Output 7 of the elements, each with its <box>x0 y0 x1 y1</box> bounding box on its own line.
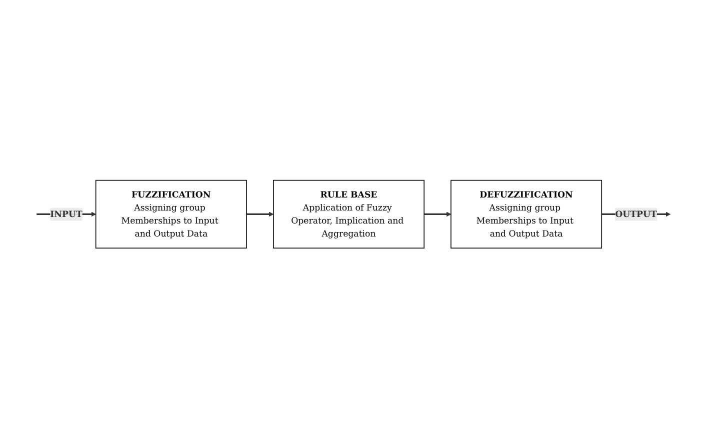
arrow <box>246 212 274 217</box>
edge-label: INPUT <box>50 209 82 220</box>
edge-label: OUTPUT <box>615 209 657 220</box>
node-box: RULE BASE Application of Fuzzy Operator, Implication and Aggregation <box>273 180 424 249</box>
node-box: FUZZIFICATION Assigning group Memberships to Input and Output Data <box>95 180 247 249</box>
arrow <box>424 212 452 217</box>
node-box: DEFUZZIFICATION Assigning group Memberships to Input and Output Data <box>450 180 602 249</box>
